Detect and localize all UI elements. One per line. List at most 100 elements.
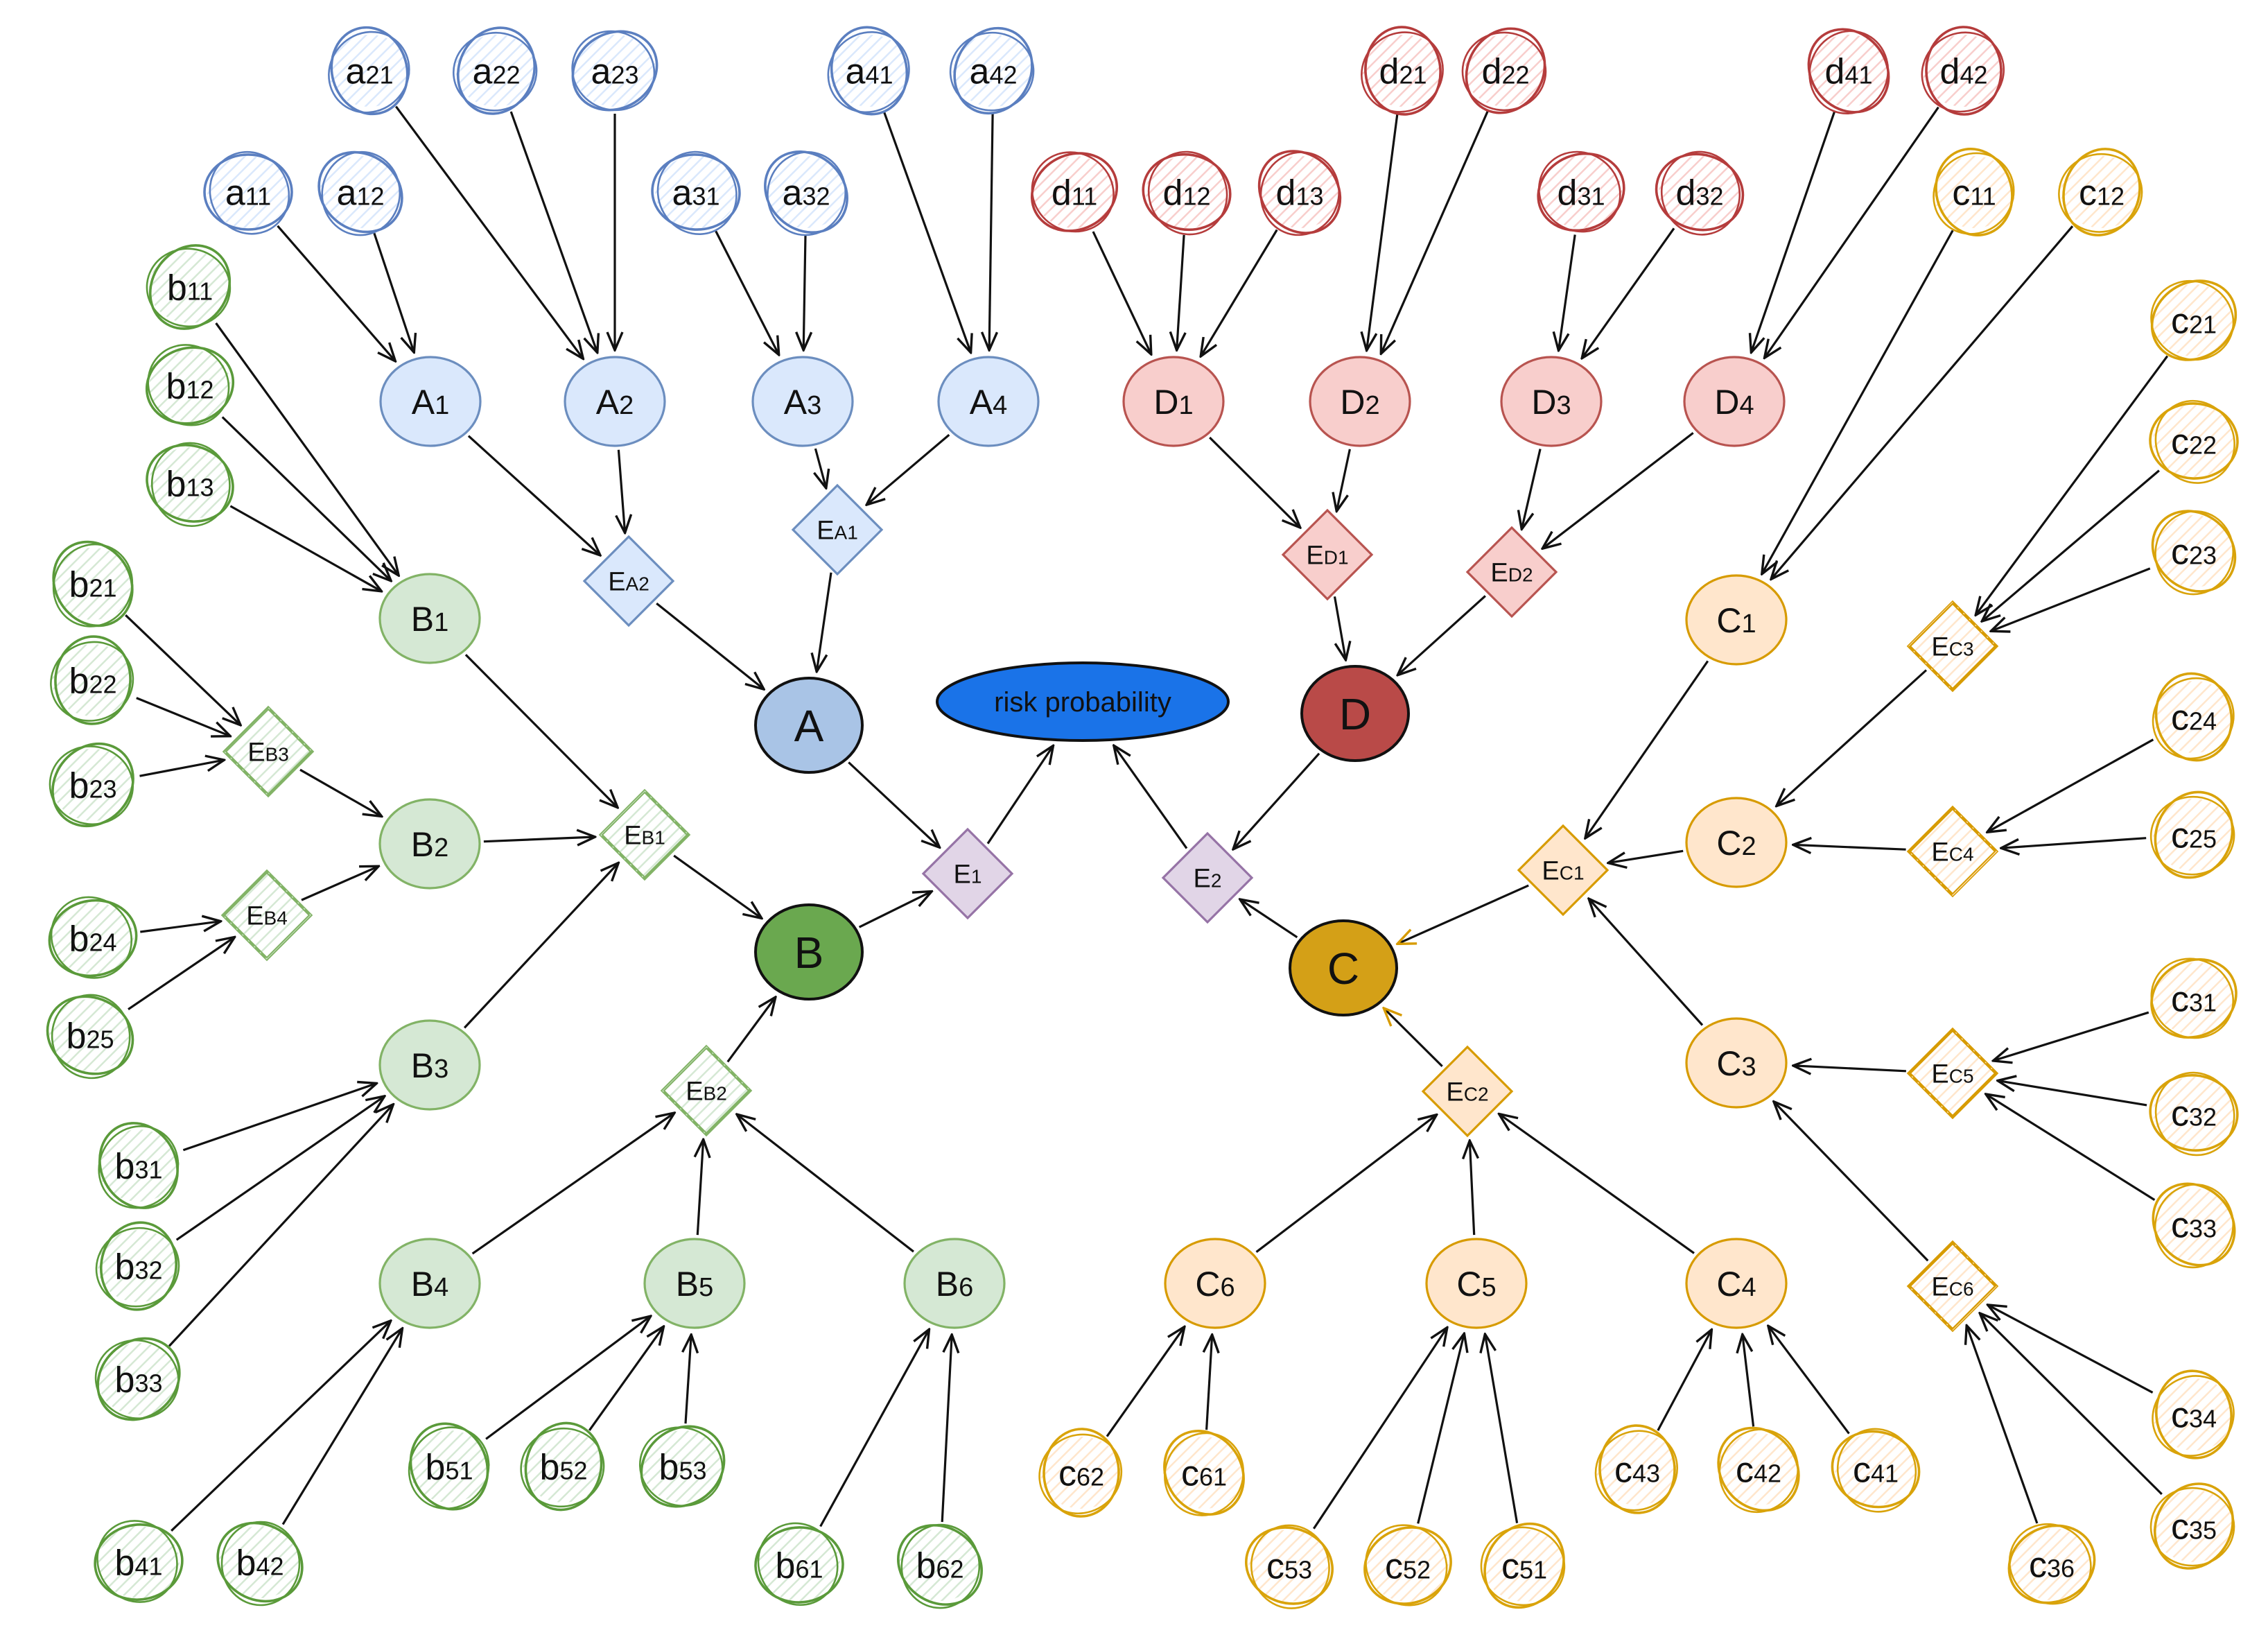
- node-label: b32: [115, 1247, 163, 1288]
- node-label: E1: [954, 860, 982, 890]
- node-label: b21: [69, 565, 117, 605]
- leaf-node-c23: c23: [2150, 510, 2238, 596]
- edge-d12-to-d1: [1177, 234, 1185, 350]
- edge-c31-to-ec5: [1993, 1011, 2149, 1061]
- node-label: EC4: [1931, 838, 1973, 867]
- sub-node-b6: B6: [903, 1238, 1006, 1329]
- edge-b21-to-eb3: [125, 614, 241, 725]
- edge-d31-to-d3: [1559, 234, 1576, 351]
- edge-b-to-e1: [858, 892, 932, 928]
- edge-eb3-to-b2: [299, 768, 382, 816]
- sub-node-d3: D3: [1500, 356, 1603, 447]
- node-label: B5: [676, 1265, 714, 1304]
- gate-ed1: ED1: [1281, 508, 1374, 601]
- edge-c35-to-ec6: [1980, 1313, 2163, 1496]
- edge-b4-to-eb2: [471, 1113, 675, 1255]
- edge-c62-to-c6: [1106, 1326, 1185, 1437]
- gate-ec6: EC6: [1906, 1240, 1999, 1333]
- edge-ed2-to-d: [1397, 595, 1486, 675]
- edge-a42-to-a4: [989, 113, 993, 350]
- sub-node-b3: B3: [378, 1019, 481, 1111]
- gate-e1: E1: [921, 827, 1014, 920]
- leaf-node-c22: c22: [2149, 399, 2239, 484]
- edge-a31-to-a3: [715, 230, 779, 354]
- edge-c61-to-c6: [1207, 1335, 1212, 1430]
- sub-node-d2: D2: [1309, 356, 1411, 447]
- node-label: a12: [337, 173, 385, 214]
- edge-c52-to-c5: [1417, 1333, 1465, 1524]
- node-label: C2: [1716, 824, 1756, 863]
- edge-d42-to-d4: [1765, 106, 1939, 358]
- edge-c1-to-ec1: [1585, 660, 1709, 838]
- node-label: b24: [69, 919, 117, 960]
- edge-ec5-to-c3: [1793, 1066, 1906, 1071]
- node-label: d21: [1379, 52, 1427, 92]
- sub-node-a2: A2: [564, 356, 666, 447]
- leaf-node-c11: c11: [1930, 148, 2018, 236]
- edge-ed1-to-d: [1333, 596, 1346, 660]
- node-label: EB3: [247, 738, 289, 768]
- node-label: d42: [1940, 52, 1988, 92]
- edge-d41-to-d4: [1751, 111, 1836, 352]
- edge-c4-to-ec2: [1499, 1114, 1695, 1254]
- edge-a22-to-a2: [509, 111, 597, 353]
- node-label: a23: [591, 52, 639, 92]
- leaf-node-c43: c43: [1594, 1424, 1681, 1514]
- sub-node-a3: A3: [751, 356, 854, 447]
- edge-b25-to-eb4: [128, 937, 235, 1011]
- leaf-node-c53: c53: [1245, 1524, 1334, 1609]
- edge-b11-to-b1: [215, 322, 399, 575]
- leaf-node-d22: d22: [1461, 27, 1549, 114]
- edge-a11-to-a1: [277, 225, 396, 361]
- edge-c-to-e2: [1240, 899, 1298, 939]
- node-label: b52: [540, 1448, 588, 1488]
- leaf-node-b52: b52: [520, 1421, 607, 1512]
- node-label: A: [794, 701, 824, 751]
- edge-c24-to-ec4: [1987, 738, 2154, 833]
- node-label: a41: [846, 52, 893, 92]
- edge-a1-to-ea2: [467, 435, 600, 555]
- leaf-node-b13: b13: [146, 442, 234, 527]
- node-label: c35: [2171, 1507, 2217, 1548]
- edge-c6-to-ec2: [1255, 1115, 1437, 1253]
- edge-c33-to-ec5: [1986, 1094, 2156, 1201]
- node-label: b31: [115, 1147, 163, 1187]
- leaf-node-b42: b42: [216, 1521, 304, 1607]
- node-label: a42: [970, 52, 1018, 92]
- node-label: b33: [115, 1360, 163, 1401]
- gate-ec4: EC4: [1906, 805, 1999, 898]
- node-label: C5: [1456, 1265, 1496, 1304]
- edge-a12-to-a1: [373, 232, 414, 352]
- gate-ea1: EA1: [791, 483, 884, 576]
- node-label: D4: [1714, 383, 1754, 422]
- leaf-node-b23: b23: [49, 742, 137, 828]
- edge-c51-to-c5: [1485, 1334, 1519, 1523]
- node-label: D1: [1153, 383, 1193, 422]
- leaf-node-d12: d12: [1142, 150, 1232, 236]
- edge-c53-to-c5: [1312, 1328, 1447, 1530]
- edge-c12-to-c1: [1771, 225, 2074, 579]
- node-label: C1: [1716, 601, 1756, 640]
- gate-eb1: EB1: [598, 788, 691, 881]
- leaf-node-b33: b33: [94, 1337, 182, 1421]
- node-label: d31: [1558, 173, 1605, 214]
- leaf-node-b24: b24: [48, 896, 138, 979]
- node-label: D3: [1531, 383, 1571, 422]
- edge-b41-to-b4: [171, 1321, 391, 1532]
- sub-node-c6: C6: [1164, 1238, 1266, 1329]
- node-label: A3: [784, 383, 822, 422]
- edge-b24-to-eb4: [140, 921, 220, 933]
- leaf-node-b22: b22: [49, 635, 137, 725]
- edge-b51-to-b5: [485, 1316, 651, 1440]
- leaf-node-d31: d31: [1537, 150, 1625, 233]
- node-label: EB2: [686, 1077, 727, 1107]
- leaf-node-a22: a22: [452, 26, 540, 115]
- node-label: C6: [1195, 1265, 1235, 1304]
- edge-b62-to-b6: [941, 1335, 952, 1523]
- node-label: c61: [1181, 1454, 1227, 1494]
- edge-b61-to-b6: [819, 1329, 930, 1527]
- node-label: b42: [236, 1543, 284, 1584]
- node-label: C3: [1716, 1044, 1756, 1083]
- node-label: EC1: [1542, 857, 1584, 886]
- sub-node-d1: D1: [1122, 356, 1225, 447]
